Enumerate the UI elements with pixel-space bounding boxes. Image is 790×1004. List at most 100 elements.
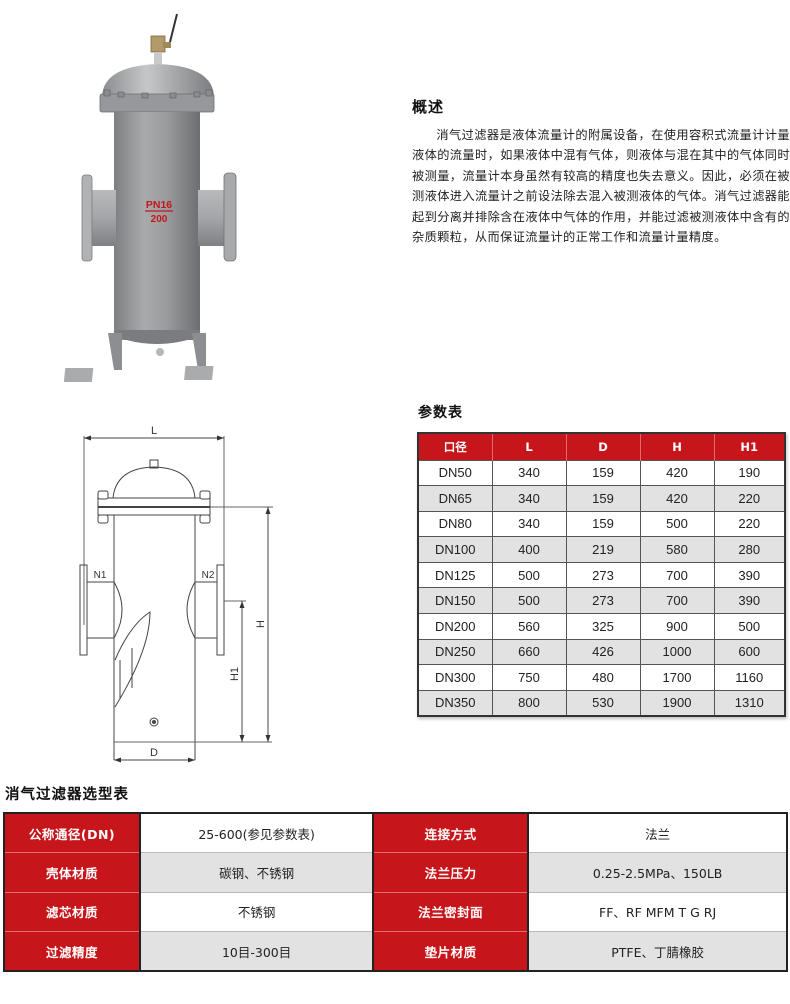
cell: DN250: [417, 638, 493, 666]
cell: DN125: [417, 561, 493, 589]
cell: 700: [639, 561, 715, 589]
nameplate-dn: 200: [151, 214, 168, 225]
spec-label: 法兰压力: [372, 852, 530, 893]
cell: 159: [565, 510, 641, 538]
cell: 390: [713, 561, 786, 589]
spec-label: 垫片材质: [372, 931, 530, 971]
spec-label: 壳体材质: [4, 852, 141, 893]
cell: 530: [565, 689, 641, 717]
cell: 750: [491, 664, 567, 691]
selection-row: 壳体材质 碳钢、不锈钢 法兰压力 0.25-2.5MPa、150LB: [4, 852, 787, 893]
cell: 390: [713, 587, 786, 615]
spec-label: 过滤精度: [4, 931, 141, 971]
cell: 220: [713, 510, 786, 538]
selection-table-title: 消气过滤器选型表: [5, 787, 129, 803]
cell: 500: [639, 510, 715, 538]
cell: 480: [565, 664, 641, 691]
selection-table: 公称通径(DN) 25-600(参见参数表) 连接方式 法兰 壳体材质 碳钢、不…: [3, 812, 788, 972]
cell: 273: [565, 561, 641, 589]
params-table-title: 参数表: [418, 405, 463, 421]
inlet-label: N1: [94, 570, 107, 581]
cell: 1310: [713, 689, 786, 717]
gas-eliminator-filter-image: PN16 200: [63, 13, 237, 382]
dim-label-h1: H1: [229, 667, 241, 681]
cell: DN80: [417, 510, 493, 538]
nameplate-pn: PN16: [146, 199, 172, 211]
spec-value: 法兰: [528, 813, 787, 853]
cell: 159: [565, 459, 641, 487]
cell: DN150: [417, 587, 493, 615]
cell: 800: [491, 689, 567, 717]
cell: 900: [639, 613, 715, 640]
cell: 220: [713, 485, 786, 512]
spec-label: 连接方式: [372, 813, 530, 853]
spec-label: 滤芯材质: [4, 892, 141, 932]
cell: 340: [491, 510, 567, 538]
cell: DN200: [417, 613, 493, 640]
cell: 1000: [639, 638, 715, 666]
cell: 325: [565, 613, 641, 640]
col-header-l: L: [492, 433, 567, 460]
spec-value: FF、RF MFM T G RJ: [528, 892, 787, 932]
cell: 426: [565, 638, 641, 666]
selection-row: 滤芯材质 不锈钢 法兰密封面 FF、RF MFM T G RJ: [4, 892, 787, 932]
spec-value: 25-600(参见参数表): [140, 813, 374, 853]
cell: 273: [565, 587, 641, 615]
selection-row: 过滤精度 10目-300目 垫片材质 PTFE、丁腈橡胶: [4, 931, 787, 971]
cell: 159: [565, 485, 641, 512]
dimension-drawing: L N1 N2 D: [60, 420, 290, 770]
cell: 500: [491, 561, 567, 589]
overview-text: 消气过滤器是液体流量计的附属设备，在使用容积式流量计计量液体的流量时，如果液体中…: [412, 128, 790, 245]
cell: 560: [491, 613, 567, 640]
cell: 580: [639, 536, 715, 563]
cell: DN50: [417, 459, 493, 487]
outlet-label: N2: [202, 570, 215, 581]
spec-value: 0.25-2.5MPa、150LB: [528, 852, 787, 893]
dim-label-h: H: [255, 620, 267, 628]
selection-row: 公称通径(DN) 25-600(参见参数表) 连接方式 法兰: [4, 813, 787, 853]
cell: 600: [713, 638, 786, 666]
cell: DN65: [417, 485, 493, 512]
cell: 1160: [713, 664, 786, 691]
spec-value: 10目-300目: [140, 931, 374, 971]
dim-label-l: L: [151, 425, 157, 437]
cell: 1700: [639, 664, 715, 691]
spec-value: 不锈钢: [140, 892, 374, 932]
spec-label: 法兰密封面: [372, 892, 530, 932]
cell: 340: [491, 485, 567, 512]
spec-value: PTFE、丁腈橡胶: [528, 931, 787, 971]
dim-label-d: D: [150, 747, 158, 759]
cell: 420: [639, 459, 715, 487]
spec-label: 公称通径(DN): [4, 813, 141, 853]
cell: DN100: [417, 536, 493, 563]
cell: 500: [491, 587, 567, 615]
cell: 340: [491, 459, 567, 487]
cell: 660: [491, 638, 567, 666]
col-header-h: H: [640, 433, 715, 460]
spec-value: 碳钢、不锈钢: [140, 852, 374, 893]
cell: 190: [713, 459, 786, 487]
col-header-size: 口径: [418, 433, 493, 460]
col-header-d: D: [566, 433, 641, 460]
cell: DN300: [417, 664, 493, 691]
cell: 700: [639, 587, 715, 615]
overview-title: 概述: [412, 98, 445, 116]
cell: 500: [713, 613, 786, 640]
cell: 420: [639, 485, 715, 512]
col-header-h1: H1: [714, 433, 785, 460]
cell: 1900: [639, 689, 715, 717]
cell: 280: [713, 536, 786, 563]
cell: 400: [491, 536, 567, 563]
cell: 219: [565, 536, 641, 563]
